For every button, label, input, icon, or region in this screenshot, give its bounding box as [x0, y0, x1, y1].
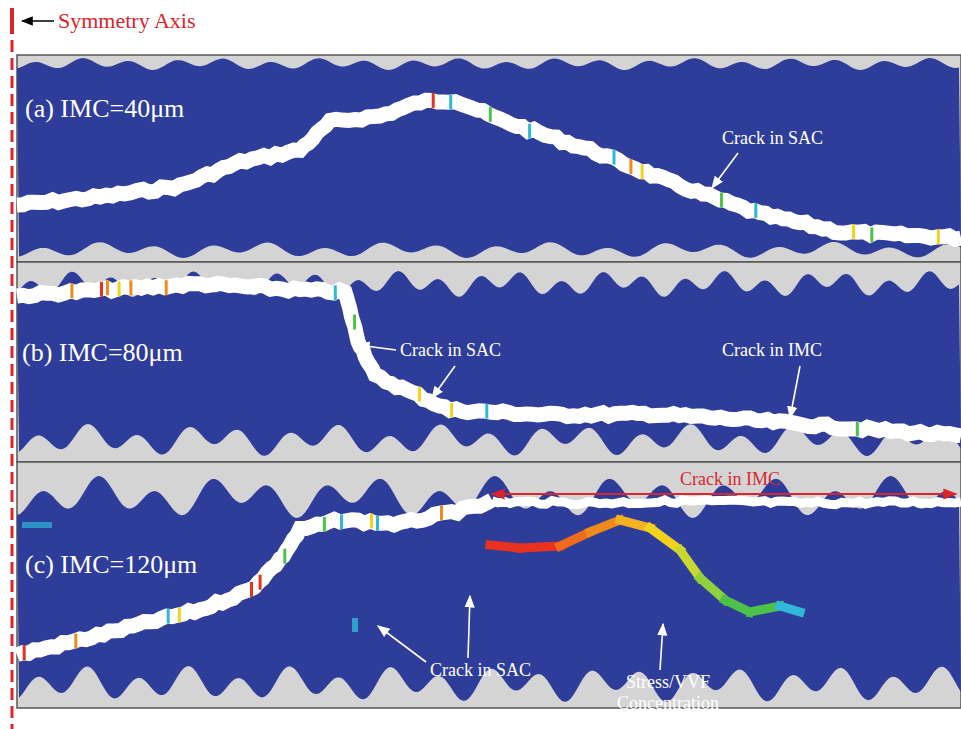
damage-element [23, 645, 26, 660]
damage-element [852, 224, 855, 239]
damage-element [22, 522, 52, 528]
damage-element [323, 517, 326, 532]
stress-concentration [780, 606, 800, 612]
damage-element [70, 283, 73, 298]
crack-label: Crack in IMC [680, 469, 780, 490]
damage-element [528, 124, 531, 139]
damage-element [376, 516, 379, 531]
leader-arrow [660, 624, 663, 670]
damage-element [937, 229, 940, 244]
solder-region [17, 476, 961, 702]
solder-region [17, 271, 961, 456]
damage-element [167, 609, 170, 624]
damage-element [485, 404, 488, 419]
damage-element [450, 403, 453, 418]
damage-element [178, 608, 181, 623]
damage-element [720, 193, 723, 208]
damage-element [340, 514, 343, 529]
crack-label: Crack in SAC [400, 340, 501, 361]
damage-element [259, 575, 262, 590]
damage-element [370, 514, 373, 529]
span-arrow [492, 493, 956, 495]
stress-concentration [650, 528, 680, 550]
damage-element [129, 280, 132, 295]
leader-arrow [468, 596, 470, 658]
damage-element [449, 95, 452, 110]
damage-element [641, 164, 644, 179]
leader-arrow [358, 345, 396, 350]
panel-label: (a) IMC=40μm [25, 94, 184, 124]
axis-label: Symmetry Axis [58, 8, 196, 33]
damage-element [352, 618, 358, 632]
leader-arrow [432, 366, 455, 398]
stress-concentration [680, 550, 700, 578]
crack-label: Crack in IMC [722, 340, 822, 361]
imc-layer [17, 462, 961, 708]
damage-element [283, 549, 286, 564]
imc-layer [17, 262, 961, 462]
panel-label: (b) IMC=80μm [22, 338, 183, 368]
pointer-arrow [22, 20, 54, 22]
imc-layer [17, 55, 961, 262]
axis-marker [10, 8, 14, 34]
stress-concentration [560, 532, 590, 546]
leader-arrow [790, 366, 800, 418]
damage-element [353, 315, 356, 330]
crack [492, 500, 961, 505]
damage-element [106, 280, 109, 295]
damage-element [754, 203, 757, 218]
leader-arrow [712, 153, 738, 188]
damage-element [870, 228, 873, 243]
damage-element [100, 282, 103, 297]
damage-element [432, 93, 435, 108]
damage-element [250, 582, 253, 597]
leader-arrow [378, 626, 426, 662]
crack-label: Crack in SAC [722, 128, 823, 149]
damage-element [856, 421, 859, 436]
crack [17, 283, 961, 436]
damage-element [440, 506, 443, 521]
symmetry-axis [11, 40, 14, 729]
damage-element [118, 282, 121, 297]
solder-region [17, 58, 961, 258]
damage-element [165, 280, 168, 295]
panel-label: (c) IMC=120μm [25, 550, 197, 580]
damage-element [489, 107, 492, 122]
damage-element [74, 634, 77, 649]
concentration-label: Stress/VVF Concentration [603, 672, 733, 713]
damage-element [613, 150, 616, 165]
stress-concentration [700, 578, 725, 600]
damage-element [629, 159, 632, 174]
damage-element [418, 387, 421, 402]
stress-concentration [520, 546, 560, 548]
crack [17, 500, 492, 655]
damage-element [334, 285, 337, 300]
crack-label: Crack in SAC [430, 660, 531, 681]
